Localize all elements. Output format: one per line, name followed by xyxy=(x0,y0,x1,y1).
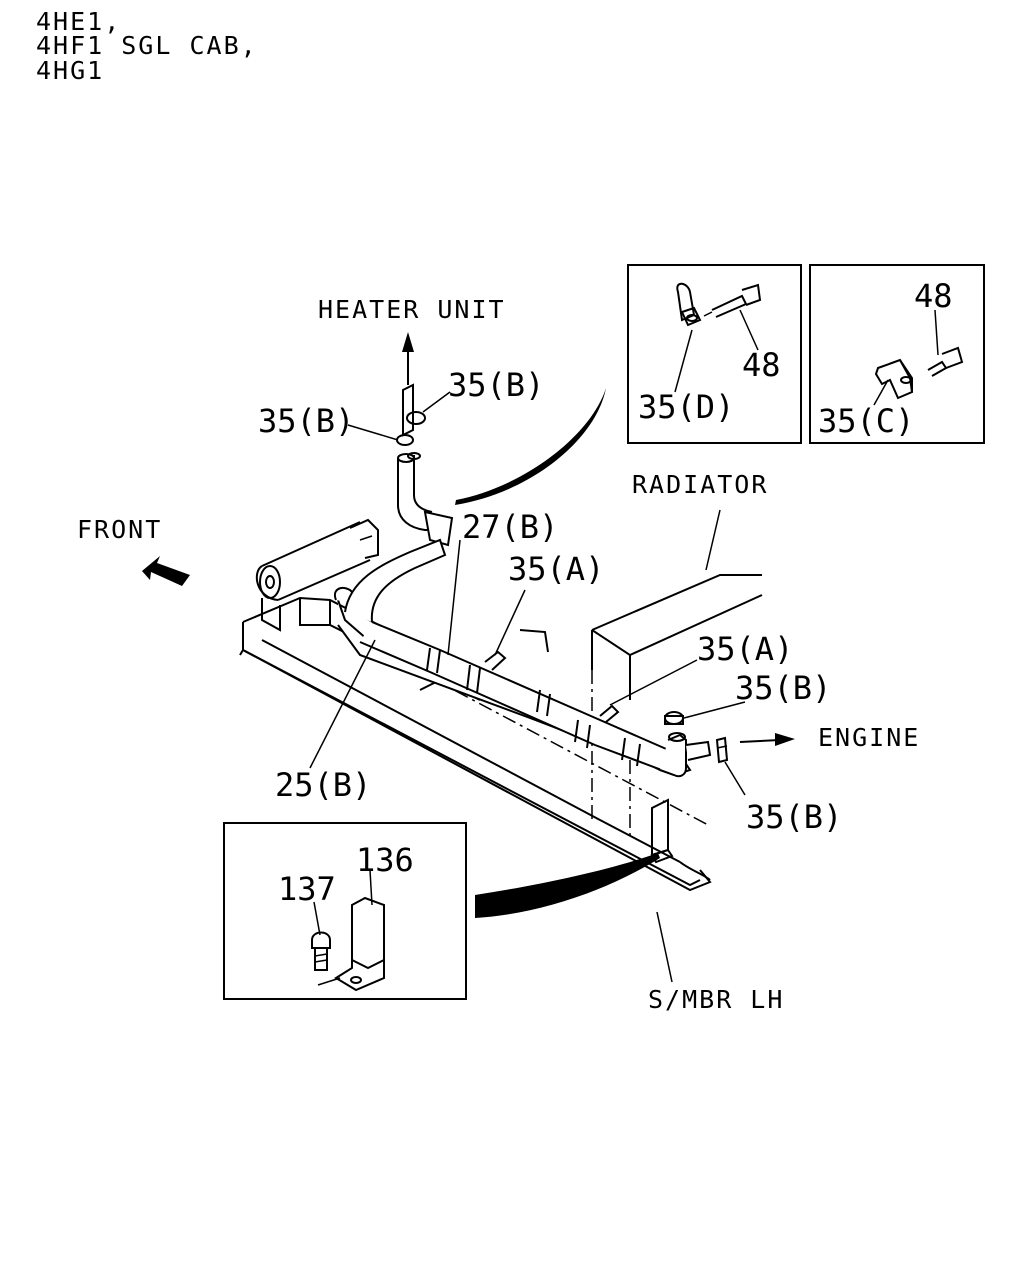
engine-arrow-icon xyxy=(739,733,795,746)
caption-radiator: RADIATOR xyxy=(632,470,768,499)
inset-clip-d xyxy=(627,264,802,444)
radiator xyxy=(591,574,763,840)
callout-136: 136 xyxy=(356,841,414,879)
engine-clamps-35b xyxy=(664,711,729,764)
callout-27b: 27(B) xyxy=(462,508,558,546)
inset-bracket xyxy=(223,822,467,1000)
model-line-2: 4HF1 SGL CAB, xyxy=(36,31,258,60)
callout-35a-lower: 35(A) xyxy=(697,630,793,668)
caption-side-member: S/MBR LH xyxy=(648,985,784,1014)
model-line-1: 4HE1, xyxy=(36,7,121,36)
callout-48-inset-c: 48 xyxy=(914,277,953,315)
callout-35d: 35(D) xyxy=(638,388,734,426)
callout-48-inset-d: 48 xyxy=(742,346,781,384)
cab-mount xyxy=(255,518,379,632)
callout-25b: 25(B) xyxy=(275,766,371,804)
callout-35b-upper-left: 35(B) xyxy=(258,402,354,440)
callout-35c: 35(C) xyxy=(818,402,914,440)
caption-engine: ENGINE xyxy=(818,723,920,752)
callout-35b-upper-right: 35(B) xyxy=(448,366,544,404)
heater-clamp-35b xyxy=(396,383,426,446)
heater-hose-assembly xyxy=(334,452,712,778)
callout-137: 137 xyxy=(278,870,336,908)
callout-35b-engine-lower: 35(B) xyxy=(746,798,842,836)
front-arrow-icon xyxy=(142,556,190,586)
heater-unit-arrow-icon xyxy=(402,332,414,385)
inset-pointer-upper xyxy=(455,388,606,505)
inset-pointer-lower xyxy=(475,853,660,918)
leader-lines xyxy=(309,391,746,983)
caption-heater-unit: HEATER UNIT xyxy=(318,295,506,324)
caption-front: FRONT xyxy=(77,515,162,544)
inset-clip-c xyxy=(809,264,985,444)
callout-35b-engine-upper: 35(B) xyxy=(735,669,831,707)
radiator-bracket xyxy=(650,798,674,864)
callout-35a-upper: 35(A) xyxy=(508,550,604,588)
model-line-3: 4HG1 xyxy=(36,56,104,85)
